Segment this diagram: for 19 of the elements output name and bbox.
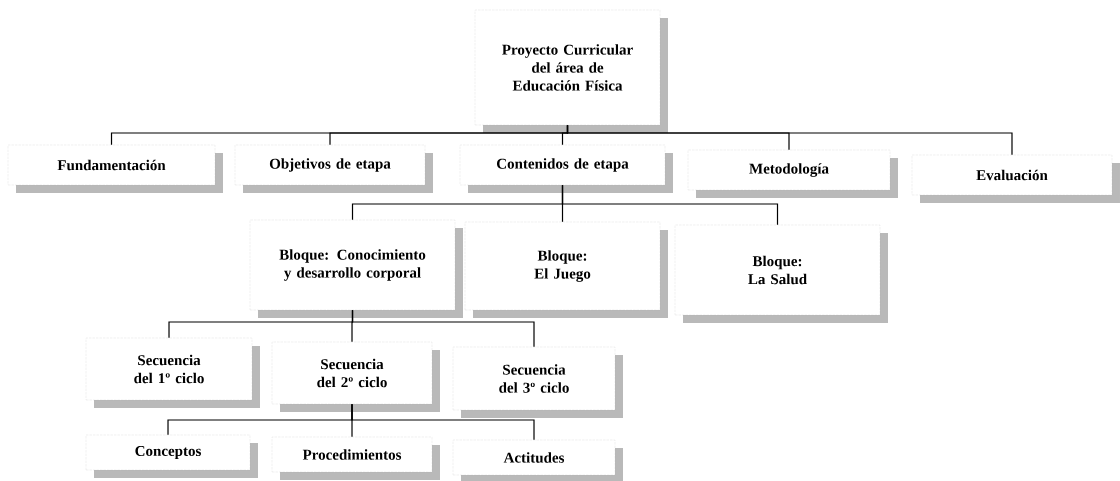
chart-box: Conceptos [85,434,258,478]
connector-line [351,309,535,348]
chart-box: Secuencia del 2º ciclo [271,341,440,412]
connector-line [351,403,535,441]
connector-line [566,124,1013,156]
chart-box: Fundamentación [7,144,223,193]
chart-box: Procedimientos [271,436,440,480]
chart-box: Metodología [687,149,898,198]
connector-line [561,184,779,226]
chart-box: Proyecto Curricular del área de Educación Física [474,9,668,133]
chart-box: Objetivos de etapa [234,144,433,193]
chart-box: Contenidos de etapa [459,144,673,193]
chart-box: Secuencia del 3º ciclo [452,346,623,418]
chart-box: Bloque: La Salud [674,224,888,323]
chart-box: Actitudes [452,439,623,481]
chart-box: Secuencia del 1º ciclo [85,337,260,408]
chart-box: Bloque: El Juego [464,221,668,318]
chart-box: Bloque: Conocimiento y desarrollo corporal [249,219,463,318]
chart-box: Evaluación [911,154,1120,203]
